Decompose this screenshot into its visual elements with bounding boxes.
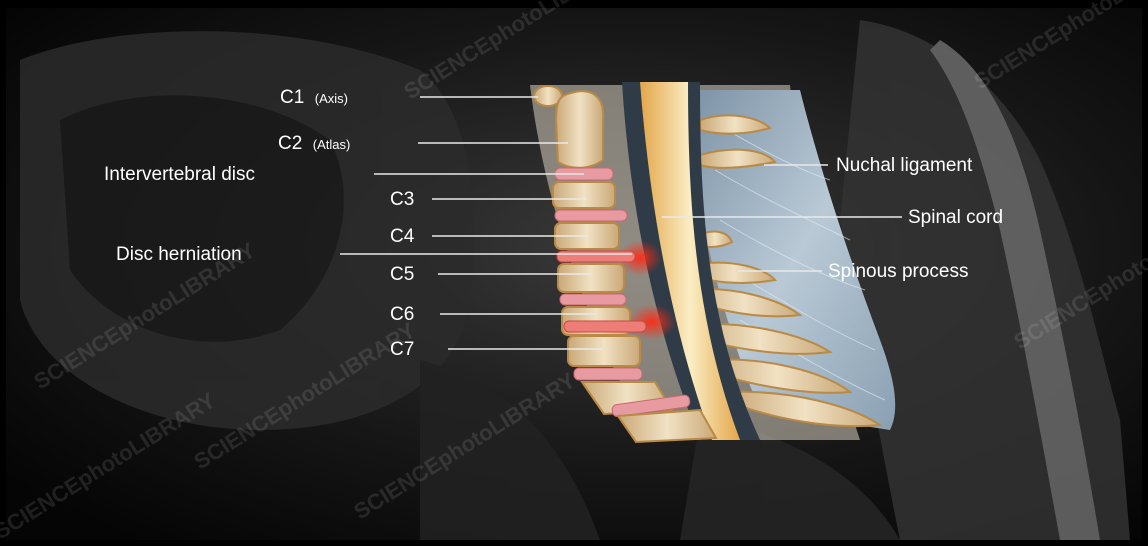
- disc-c5-c6: [560, 294, 626, 305]
- vertebra-c5: [558, 264, 624, 292]
- label-c1-note: (Axis): [315, 91, 348, 106]
- label-nuchal-ligament: Nuchal ligament: [836, 155, 973, 176]
- label-c1: C1 (Axis): [280, 87, 348, 108]
- label-c6: C6: [390, 304, 414, 325]
- vertebra-c2: [556, 91, 603, 168]
- label-spinous-process: Spinous process: [828, 261, 968, 282]
- disc-c7-t1: [574, 368, 642, 380]
- disc-c3-c4: [555, 210, 627, 221]
- label-c3: C3: [390, 189, 414, 210]
- disc-c4-c5: [557, 251, 635, 262]
- vertebra-c3: [553, 182, 615, 208]
- label-c4: C4: [390, 226, 415, 247]
- label-c2-name: C2: [278, 133, 302, 154]
- label-c5: C5: [390, 264, 414, 285]
- label-spinal-cord: Spinal cord: [908, 207, 1003, 228]
- label-c1-name: C1: [280, 87, 304, 108]
- disc-c6-c7: [564, 321, 646, 332]
- vertebra-c7: [568, 336, 640, 366]
- label-c7: C7: [390, 339, 414, 360]
- label-c2-note: (Atlas): [313, 137, 351, 152]
- vertebra-t2: [618, 410, 716, 442]
- label-intervertebral-disc: Intervertebral disc: [104, 164, 255, 185]
- label-disc-herniation: Disc herniation: [116, 244, 242, 265]
- label-c2: C2 (Atlas): [278, 133, 350, 154]
